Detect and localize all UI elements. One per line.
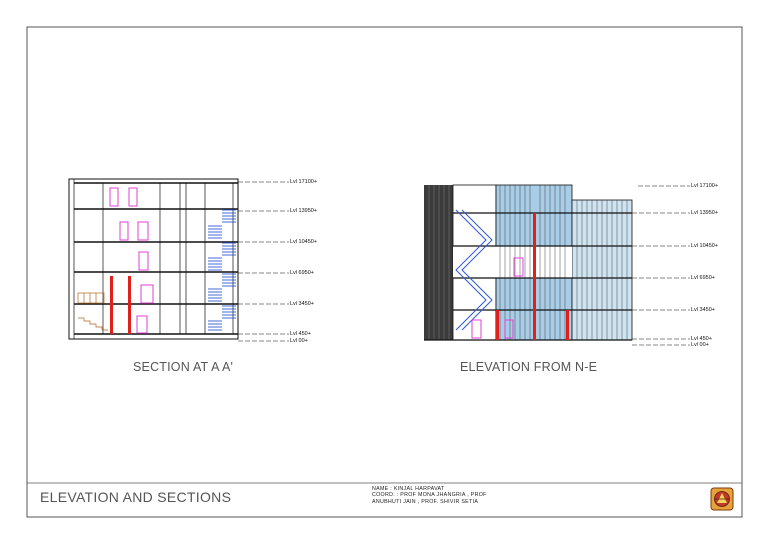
student-name: NAME : KINJAL HARPAVAT [372, 486, 445, 492]
section-drawing [68, 178, 289, 342]
elevation-level-label: Lvl 17100+ [691, 183, 719, 189]
elevation-level-label: Lvl 450+ [691, 336, 712, 342]
elevation-caption: ELEVATION FROM N-E [460, 360, 598, 374]
section-level-label: Lvl 13950+ [290, 208, 318, 214]
section-level-label: Lvl 17100+ [290, 179, 318, 185]
institution-emblem-icon [710, 487, 734, 511]
section-level-label: Lvl 3450+ [290, 301, 315, 307]
coordinators-line-2: ANUBHUTI JAIN , PROF. SHIVIR SETIA [372, 498, 479, 505]
credits-block: NAME : KINJAL HARPAVAT COORD. : PROF MON… [372, 486, 487, 505]
elevation-level-label: Lvl 3450+ [691, 307, 716, 313]
elevation-level-label: Lvl 13950+ [691, 210, 719, 216]
elevation-level-label: Lvl 00+ [691, 342, 709, 348]
section-level-label: Lvl 450+ [290, 331, 311, 337]
section-level-label: Lvl 10450+ [290, 239, 318, 245]
sheet-border [26, 26, 743, 518]
elevation-level-label: Lvl 6950+ [691, 275, 716, 281]
section-level-label: Lvl 6950+ [290, 270, 315, 276]
elevation-drawing [424, 184, 690, 346]
sheet-title: ELEVATION AND SECTIONS [40, 489, 232, 505]
section-caption: SECTION AT A A' [133, 360, 234, 374]
elevation-level-label: Lvl 10450+ [691, 243, 719, 249]
section-level-label: Lvl 00+ [290, 338, 308, 344]
coordinators-line-1: COORD. : PROF MONA JHANGRIA , PROF [372, 492, 487, 499]
